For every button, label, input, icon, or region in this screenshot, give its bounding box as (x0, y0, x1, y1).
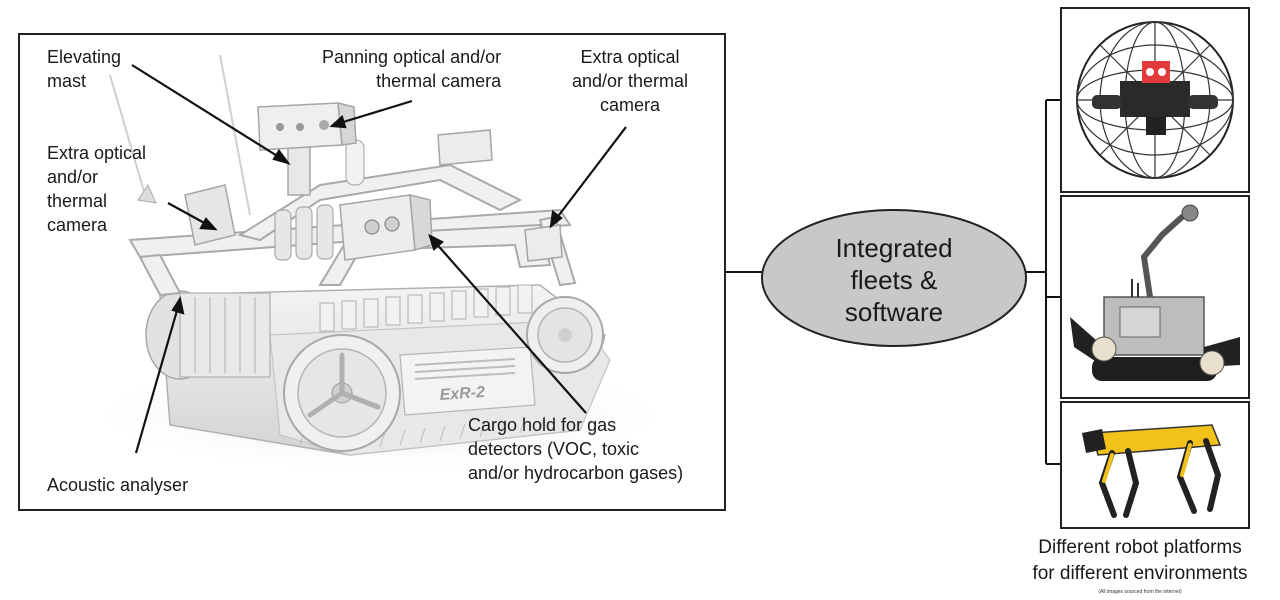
label-elevating-mast: Elevating mast (47, 47, 122, 91)
extra-camera-right-device (437, 129, 563, 262)
acoustic-analyser-device (145, 290, 271, 380)
vehicle-marking: ExR-2 (439, 384, 486, 404)
label-panning-camera: Panning optical and/or thermal camera (322, 47, 502, 91)
source-note: (All images sourced from the internet) (1098, 589, 1182, 595)
platform-photo-quadruped (1060, 401, 1250, 529)
cargo-hold-block (339, 194, 433, 261)
robot-diagram-frame: ExR-2 (18, 33, 726, 511)
caged-drone-icon (1076, 21, 1234, 179)
center-node-ellipse (761, 209, 1027, 347)
label-cargo-hold: Cargo hold for gas detectors (VOC, toxic… (468, 415, 684, 483)
platforms-caption: Different robot platforms for different … (1032, 537, 1248, 584)
extra-camera-left-device (137, 183, 236, 246)
platform-photo-tracked-robot (1060, 195, 1250, 399)
quadruped-robot-icon (1082, 424, 1222, 518)
platform-photo-drone (1060, 7, 1250, 193)
center-node-label: Integrated fleets & software (835, 233, 953, 327)
exr2-robot-illustration: ExR-2 (80, 54, 680, 475)
tracked-robot-arm-icon (1070, 204, 1240, 381)
label-extra-camera-left: Extra optical and/or thermal camera (47, 143, 147, 235)
label-acoustic-analyser: Acoustic analyser (47, 475, 189, 495)
label-extra-camera-right: Extra optical and/or thermal camera (572, 47, 689, 115)
elevating-mast-device (257, 102, 365, 196)
